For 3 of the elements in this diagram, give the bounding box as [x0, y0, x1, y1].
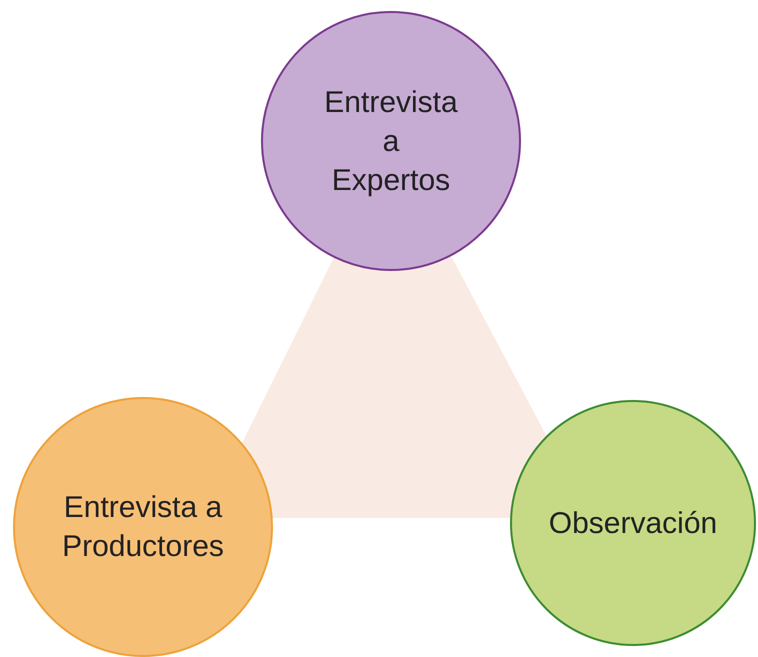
circle-label: Observación: [548, 506, 718, 542]
circle-label: Entrevista a Expertos: [324, 84, 458, 198]
circle-label: Entrevista a Productores: [62, 490, 224, 565]
